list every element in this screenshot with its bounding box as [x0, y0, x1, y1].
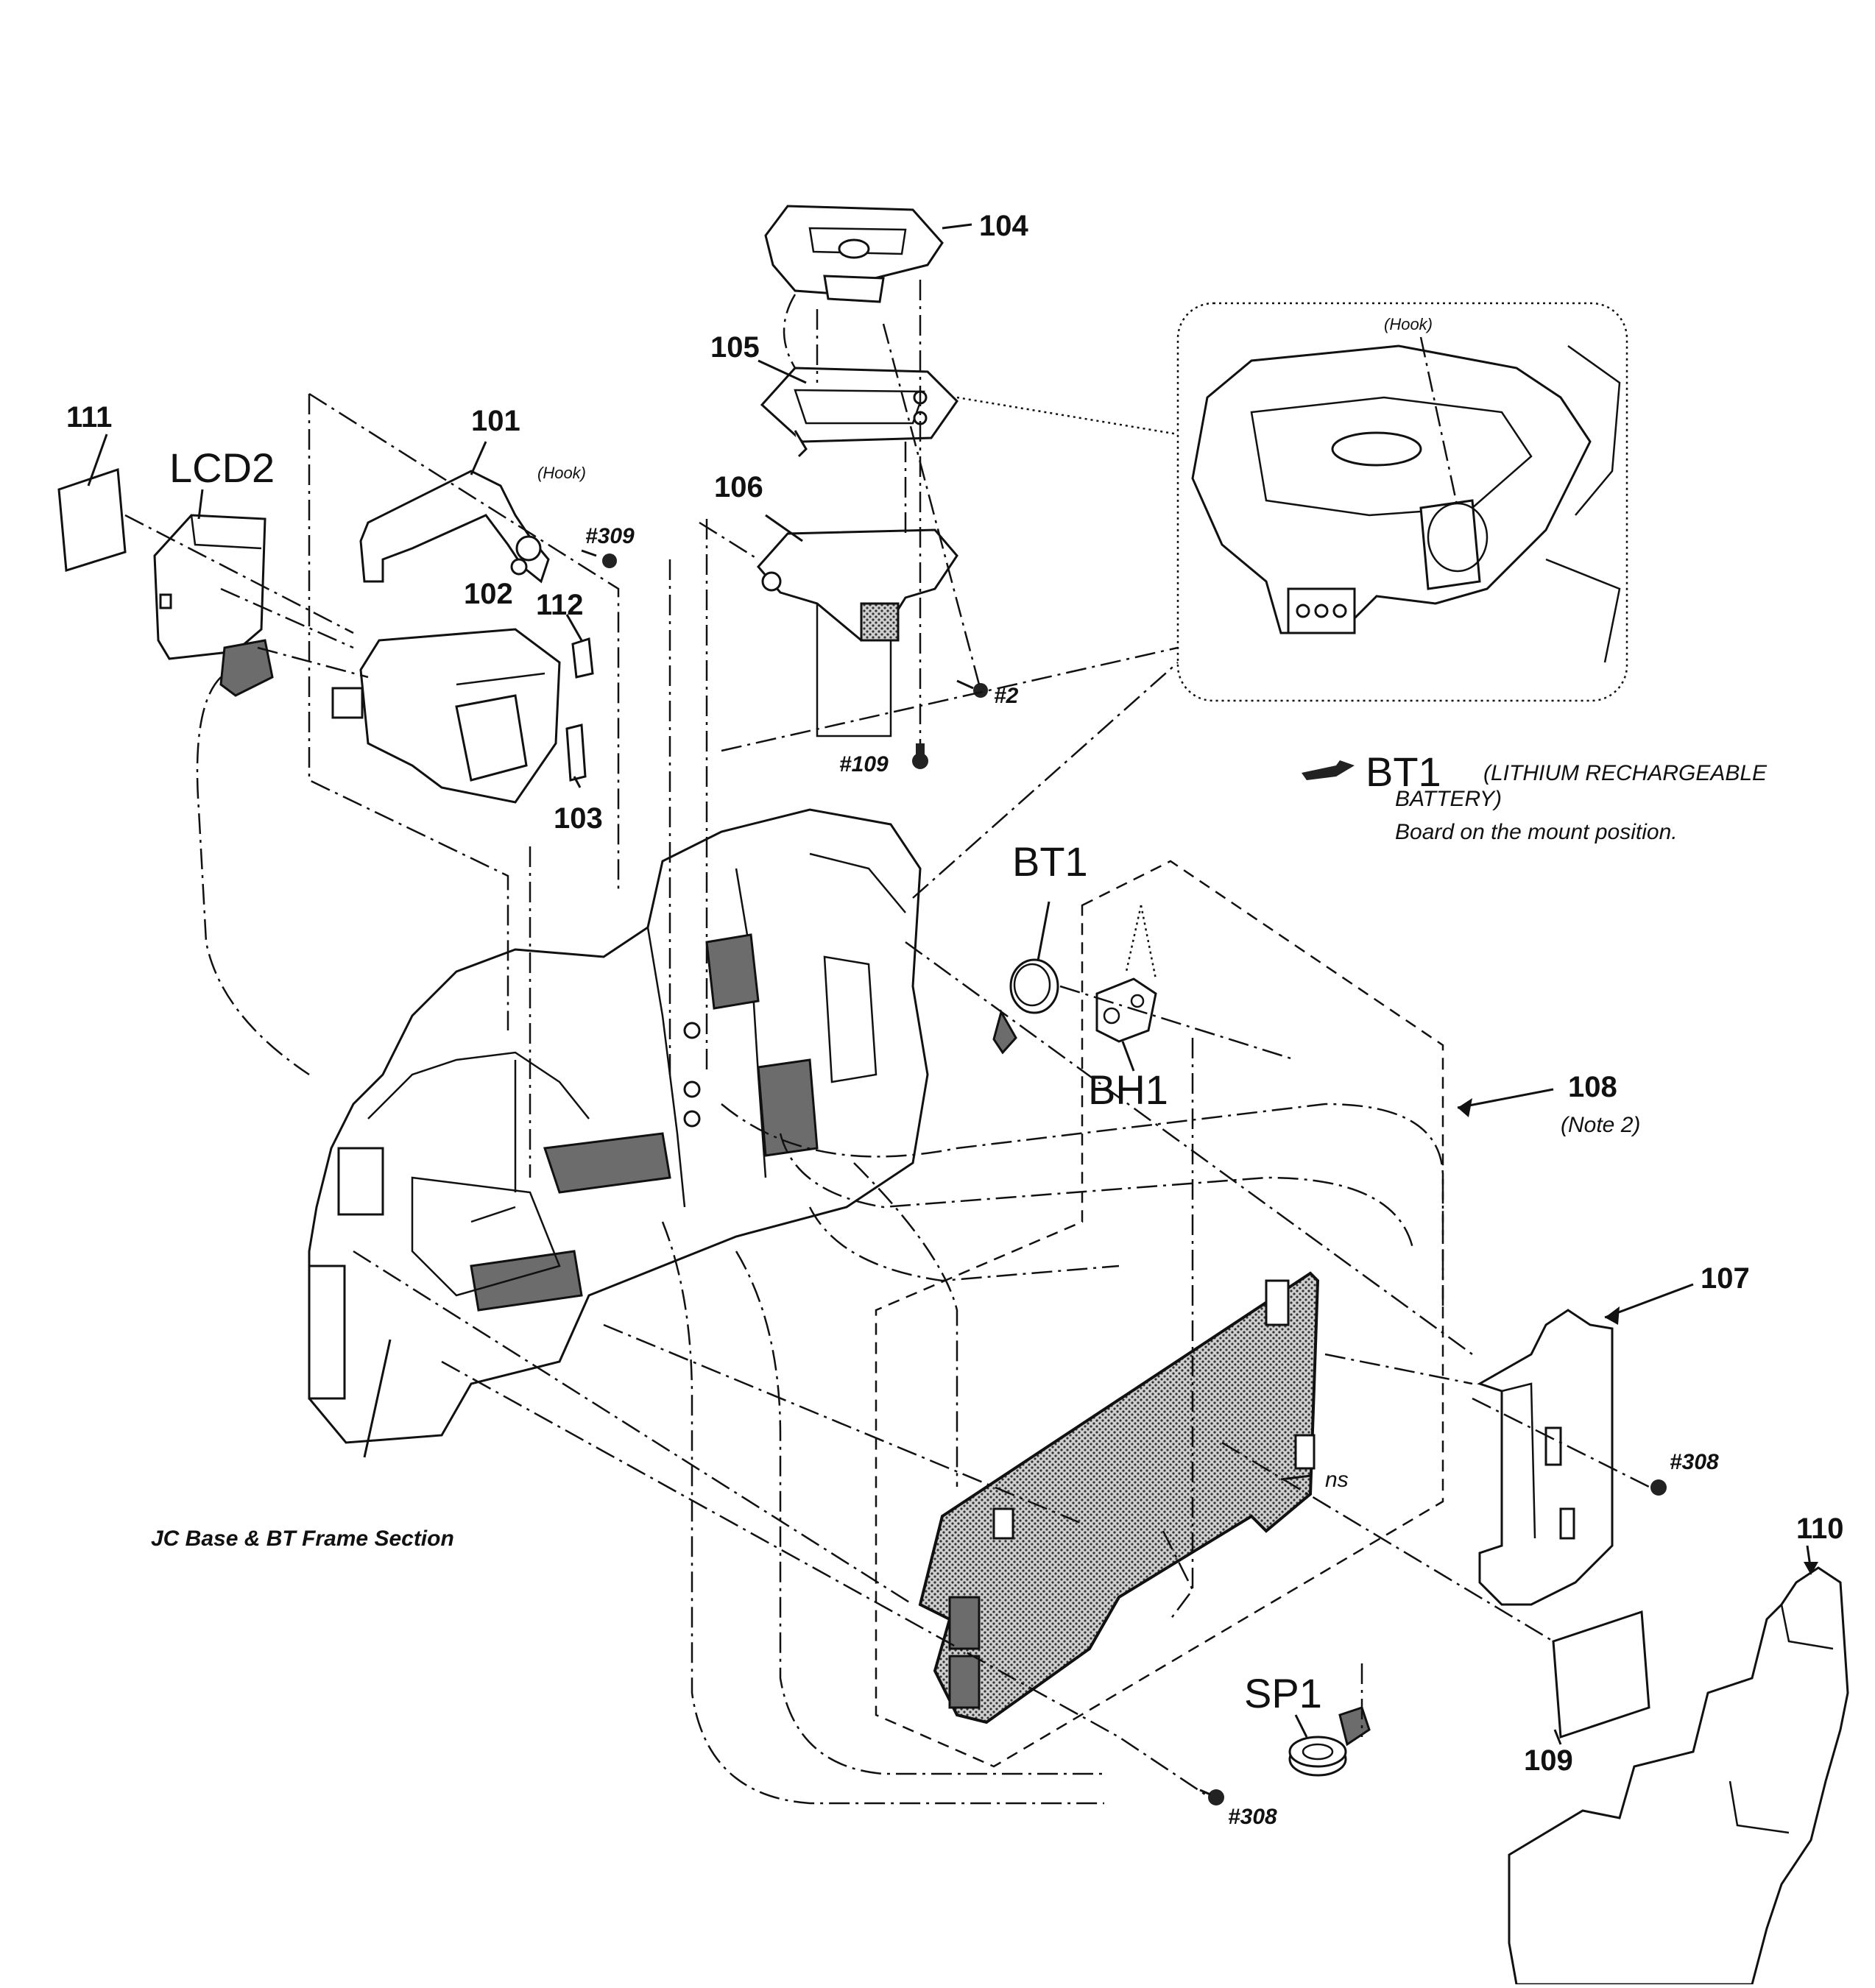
legend-bt1-desc-3: Board on the mount position.: [1395, 820, 1678, 844]
part-107-bracket: [1477, 1309, 1614, 1606]
label-screw-308-bottom: #308: [1228, 1805, 1277, 1829]
main-circuit-board: [918, 1271, 1320, 1725]
part-101-bracket: [359, 470, 550, 584]
part-109-sheet: [1552, 1610, 1650, 1739]
part-108-board-outline: [875, 860, 1444, 1768]
screw-308-bottom-icon: [1199, 1789, 1224, 1805]
label-jc-base: JC Base & BT Frame Section: [151, 1527, 454, 1551]
part-111-sheet: [57, 467, 127, 572]
label-111: 111: [66, 401, 112, 434]
part-104-cover: [764, 205, 944, 303]
part-bh1-holder: [1095, 905, 1157, 1043]
part-110-sheet: [1508, 1566, 1849, 1986]
screw-109-icon: [912, 743, 928, 769]
label-bh1: BH1: [1088, 1066, 1168, 1113]
part-bt1-battery: [992, 958, 1059, 1055]
label-105: 105: [710, 331, 760, 364]
screw-309-icon: [581, 549, 617, 568]
hook-detail-callout: [1176, 302, 1628, 702]
main-chassis: [308, 808, 929, 1444]
callout-labels: 104 105 106 101 (Hook) #309 102 112 103 …: [66, 210, 1844, 1829]
screw-308-right-icon: [1650, 1479, 1667, 1496]
label-102: 102: [464, 578, 513, 610]
label-101: 101: [471, 405, 520, 437]
assembly-guide-lines: [124, 280, 1650, 1805]
part-112-sheet: [571, 637, 594, 679]
part-102-viewfinder: [331, 628, 561, 804]
label-note-2: (Note 2): [1561, 1113, 1640, 1137]
label-hook-top: (Hook): [537, 464, 586, 482]
part-lcd2-panel: [153, 514, 274, 697]
label-107: 107: [1701, 1262, 1750, 1295]
label-screw-309: #309: [585, 524, 635, 548]
label-106: 106: [714, 471, 763, 503]
label-108: 108: [1568, 1071, 1617, 1103]
label-sp1: SP1: [1244, 1670, 1322, 1716]
label-screw-2: #2: [994, 684, 1019, 708]
label-104: 104: [979, 210, 1028, 242]
legend-bt1: BT1: [1366, 749, 1441, 795]
label-109: 109: [1524, 1744, 1573, 1777]
label-ns: ns: [1325, 1468, 1349, 1492]
label-103: 103: [554, 802, 603, 835]
label-lcd2: LCD2: [169, 445, 275, 491]
screw-2-icon: [956, 679, 988, 698]
label-hook-detail: (Hook): [1384, 315, 1433, 333]
legend-bt1-desc-2: BATTERY): [1395, 787, 1502, 811]
part-sp1-speaker: [1288, 1706, 1371, 1777]
part-103-sheet: [565, 724, 587, 782]
label-112: 112: [536, 589, 584, 621]
leader-lines: [87, 223, 1818, 1745]
bt1-legend-arrow-icon: [1302, 760, 1355, 780]
label-screw-308-right: #308: [1670, 1450, 1719, 1474]
label-screw-109: #109: [839, 752, 889, 777]
label-bt1: BT1: [1012, 838, 1088, 885]
label-110: 110: [1796, 1513, 1844, 1545]
part-106-plate: [757, 528, 958, 737]
legend-bt1-desc-1: (LITHIUM RECHARGEABLE: [1483, 761, 1768, 785]
part-105-frame: [760, 367, 958, 458]
